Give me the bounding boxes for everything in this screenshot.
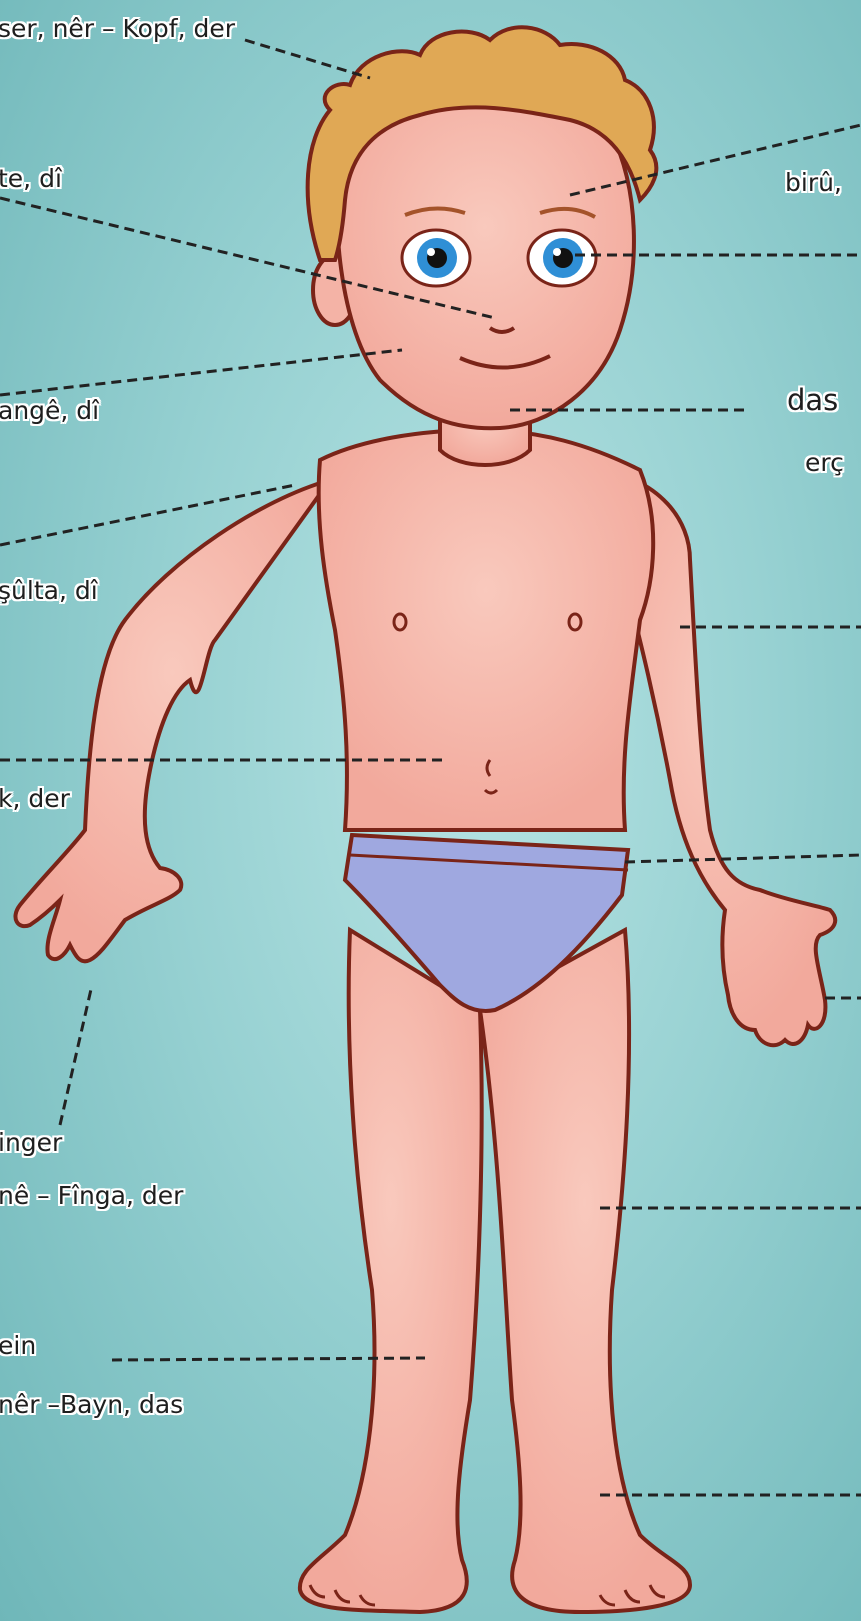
label-shoulder: şûlta, dî [0, 578, 98, 603]
label-eyebrow: birû, [785, 170, 842, 195]
label-finger-line2: nê – Fînga, der [0, 1183, 183, 1208]
left-leg [300, 930, 482, 1612]
label-head: ser, nêr – Kopf, der [0, 16, 235, 41]
label-leg-line2: nêr –Bayn, das [0, 1392, 183, 1417]
label-chin: das [787, 386, 838, 415]
label-belly: k, der [0, 786, 70, 811]
head [308, 27, 657, 428]
label-leg-line1: ein [0, 1333, 36, 1358]
label-finger-line1: inger [0, 1130, 62, 1155]
left-arm [15, 480, 330, 961]
label-nose: te, dî [0, 166, 62, 191]
right-leg [480, 930, 690, 1612]
label-chin-sub: erç [805, 450, 844, 475]
label-cheek: angê, dî [0, 398, 99, 423]
torso [319, 430, 654, 830]
